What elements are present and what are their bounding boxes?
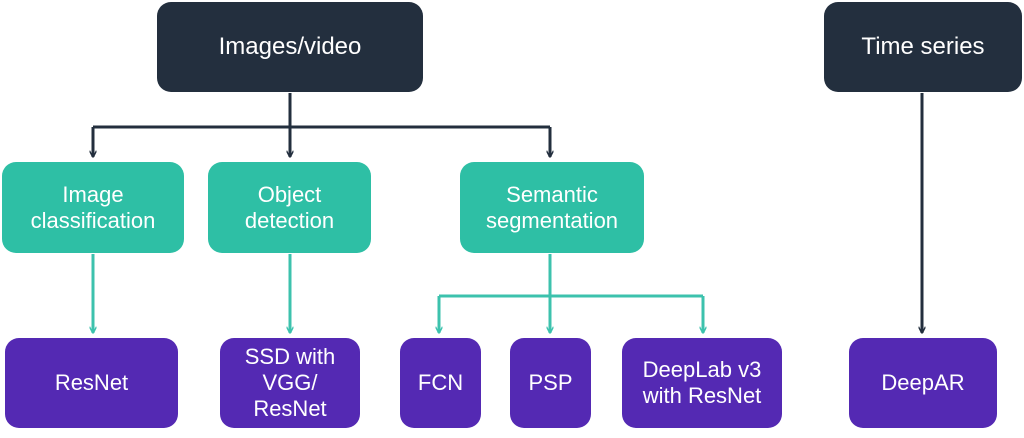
deepar-node: DeepAR (849, 338, 997, 428)
images-video-connectors (93, 93, 550, 157)
fcn-label: FCN (417, 370, 464, 395)
object-detection-node: Object detection (208, 162, 371, 253)
semantic-segmentation-node: Semantic segmentation (460, 162, 644, 253)
ssd-label-line2: VGG/ (262, 370, 318, 395)
images-video-label: Images/video (218, 33, 362, 60)
resnet-label: ResNet (54, 370, 129, 395)
resnet-node: ResNet (5, 338, 178, 428)
image-classification-label-line1: Image (62, 181, 124, 207)
image-classification-label-line2: classification (30, 207, 156, 233)
deeplab-label-line2: with ResNet (642, 383, 762, 408)
fcn-node: FCN (400, 338, 481, 428)
ssd-label-line1: SSD with (244, 344, 336, 369)
deeplab-node: DeepLab v3 with ResNet (622, 338, 782, 428)
ssd-label-line3: ResNet (253, 396, 327, 421)
deeplab-label-line1: DeepLab v3 (642, 357, 762, 382)
time-series-node: Time series (824, 2, 1022, 92)
object-detection-label-line1: Object (257, 181, 322, 207)
deepar-label: DeepAR (881, 370, 965, 395)
task-connectors (93, 254, 703, 333)
images-video-node: Images/video (157, 2, 423, 92)
psp-node: PSP (510, 338, 591, 428)
time-series-label: Time series (861, 33, 985, 60)
psp-label: PSP (528, 370, 573, 395)
semantic-segmentation-label-line1: Semantic (506, 181, 598, 207)
ssd-node: SSD with VGG/ ResNet (220, 338, 360, 428)
image-classification-node: Image classification (2, 162, 184, 253)
object-detection-label-line2: detection (244, 207, 335, 233)
semantic-segmentation-label-line2: segmentation (485, 207, 619, 233)
